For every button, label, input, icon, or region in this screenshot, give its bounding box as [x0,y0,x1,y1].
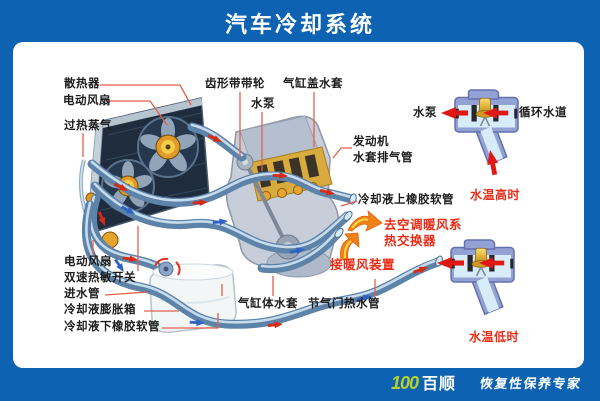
label-to-ac-heater-line1: 去空调暖风系 [384,218,463,232]
page-title: 汽车冷却系统 [224,12,375,37]
label-cylinder-block-water-jacket: 气缸体水套 [238,298,298,310]
label-temp-high: 水温高时 [470,188,521,202]
thermostat-low-illustration [437,239,515,315]
label-thermostat-water-pump: 水泵 [413,107,437,119]
brand-slogan: 恢复性保养专家 [478,376,583,391]
label-coolant-upper-hose: 冷却液上橡胶软管 [358,194,454,206]
label-throttle-hot-water-pipe: 节气门热水管 [308,298,380,310]
label-overheated-steam: 过热蒸气 [64,120,112,132]
logo-name: 百顺 [422,376,457,393]
label-engine: 发动机 [353,136,389,148]
label-circulation-channel: 循环水道 [519,107,567,119]
label-water-inlet-pipe: 进水管 [64,288,100,300]
logo-number: 100 [391,373,419,393]
label-toothed-belt-pulley: 齿形带带轮 [205,78,265,90]
label-temp-low: 水温低时 [469,330,520,344]
label-water-pump: 水泵 [251,98,275,110]
heat-flame-arrows [340,209,383,261]
footer [0,368,600,401]
label-to-ac-heater-line2: 热交换器 [384,234,437,248]
label-radiator: 散热器 [64,78,100,90]
label-electric-fan-top: 电动风扇 [63,95,111,107]
label-dual-speed-thermo-switch: 双速热敏开关 [64,272,136,284]
label-heater-connection: 接暖风装置 [330,258,396,272]
label-water-jacket-exhaust-pipe: 水套排气管 [353,152,413,164]
label-cylinder-head-water-jacket: 气缸盖水套 [283,78,343,90]
lower-loop-pipe [81,200,443,329]
label-electric-fan-bottom: 电动风扇 [64,256,112,268]
label-coolant-lower-hose: 冷却液下橡胶软管 [64,321,160,333]
thermostat-high-illustration [441,89,519,176]
fan-upper [137,116,199,178]
leader-lines [82,84,376,329]
label-coolant-expansion-tank: 冷却液膨胀箱 [64,304,136,316]
